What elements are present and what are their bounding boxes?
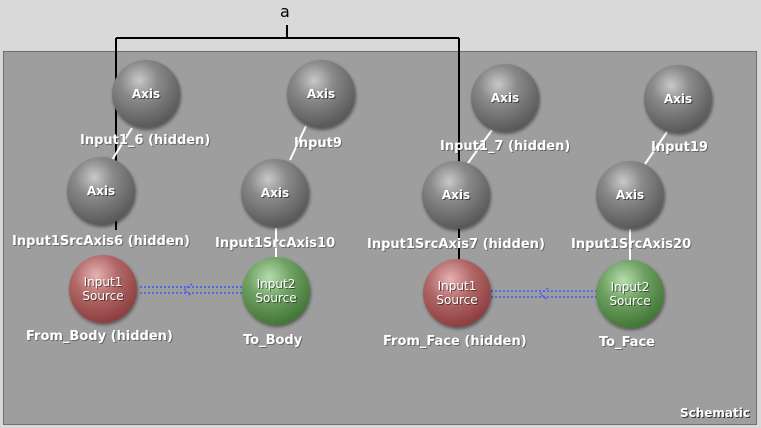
link-axis-top-4-mid-4 <box>644 131 668 165</box>
annotation-bracket <box>115 25 460 262</box>
node-label-from-face: From_Face (hidden) <box>383 334 527 349</box>
source-node-to-face[interactable]: Input2 Source <box>596 260 664 328</box>
node-label-input1srcaxis20: Input1SrcAxis20 <box>571 237 692 252</box>
node-text: Axis <box>86 184 116 198</box>
source-node-from-body[interactable]: Input1 Source <box>69 255 137 323</box>
node-text: Axis <box>131 87 161 101</box>
axis-node-input19[interactable]: Axis <box>644 65 712 133</box>
node-text: Axis <box>306 87 336 101</box>
node-text-line1: Input2 <box>610 280 650 294</box>
node-text-line2: Source <box>609 294 651 308</box>
node-text-line2: Source <box>255 291 297 305</box>
annotation-label: a <box>280 2 290 21</box>
node-text-line1: Input2 <box>256 277 296 291</box>
node-text: Axis <box>615 188 645 202</box>
node-label-from-body: From_Body (hidden) <box>26 329 173 344</box>
axis-node-input1srcaxis7[interactable]: Axis <box>422 161 490 229</box>
node-text-line2: Source <box>436 293 478 307</box>
link-axis-top-1-mid-1 <box>111 127 133 161</box>
axis-node-input1srcaxis6[interactable]: Axis <box>67 157 135 225</box>
node-label-input1-6: Input1_6 (hidden) <box>80 133 211 148</box>
axis-node-input1-7[interactable]: Axis <box>471 64 539 132</box>
node-text-line1: Input1 <box>437 279 477 293</box>
link-axis-top-3-mid-3 <box>467 129 493 164</box>
axis-node-input1srcaxis20[interactable]: Axis <box>596 161 664 229</box>
link-axis-top-2-mid-2 <box>289 125 307 161</box>
node-label-input1-7: Input1_7 (hidden) <box>440 139 571 154</box>
source-node-to-body[interactable]: Input2 Source <box>242 257 310 325</box>
axis-node-input9[interactable]: Axis <box>287 60 355 128</box>
node-text: Axis <box>490 91 520 105</box>
node-text-line1: Input1 <box>83 275 123 289</box>
node-label-input19: Input19 <box>651 140 708 155</box>
node-label-to-face: To_Face <box>599 335 655 350</box>
node-label-input1srcaxis6: Input1SrcAxis6 (hidden) <box>12 234 190 249</box>
dotted-link-face <box>491 287 597 301</box>
node-text: Axis <box>260 186 290 200</box>
axis-node-input1srcaxis10[interactable]: Axis <box>241 159 309 227</box>
schematic-title: Schematic <box>679 406 750 420</box>
node-text: Axis <box>441 188 471 202</box>
node-text: Axis <box>663 92 693 106</box>
dotted-link-body <box>140 283 244 297</box>
node-label-to-body: To_Body <box>243 333 303 348</box>
node-label-input1srcaxis10: Input1SrcAxis10 <box>215 236 336 251</box>
node-label-input9: Input9 <box>294 136 342 151</box>
node-text-line2: Source <box>82 289 124 303</box>
node-label-input1srcaxis7: Input1SrcAxis7 (hidden) <box>367 237 545 252</box>
axis-node-input1-6[interactable]: Axis <box>112 60 180 128</box>
source-node-from-face[interactable]: Input1 Source <box>423 259 491 327</box>
